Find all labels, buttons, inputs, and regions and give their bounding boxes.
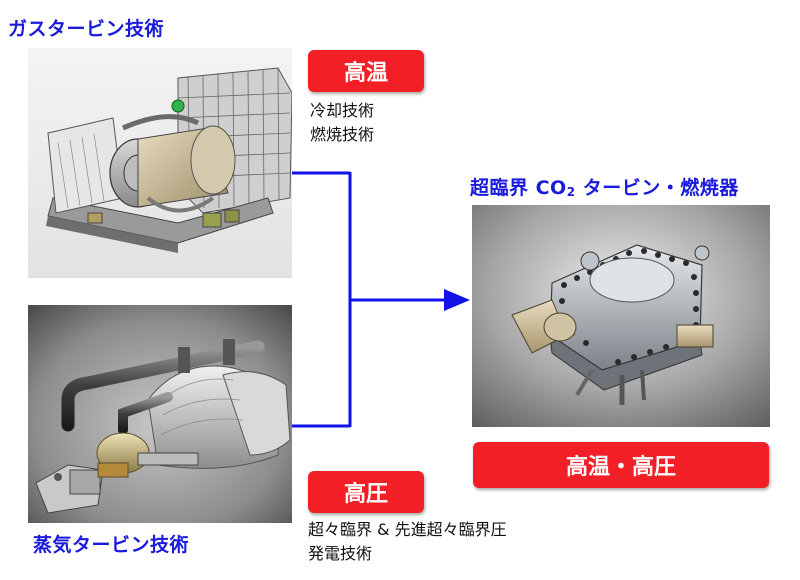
gas-turbine-title: ガスタービン技術	[8, 18, 165, 40]
steam-turbine-note-power: 発電技術	[308, 544, 373, 563]
gas-turbine-image	[28, 48, 292, 278]
steam-turbine-note-usc: 超々臨界 & 先進超々臨界圧	[308, 520, 507, 539]
sco2-title-main: 超臨界 CO	[470, 177, 567, 199]
high-temperature-high-pressure-badge: 高温・高圧	[473, 442, 769, 488]
sco2-title: 超臨界 CO2 タービン・燃焼器	[470, 173, 739, 200]
connector-lines	[292, 171, 446, 428]
gas-turbine-note-combustion: 燃焼技術	[310, 125, 375, 144]
arrow-head-icon	[444, 289, 470, 311]
sco2-title-subscript: 2	[566, 185, 576, 199]
sco2-title-rest: タービン・燃焼器	[575, 177, 739, 199]
high-temperature-badge: 高温	[308, 50, 424, 92]
sco2-turbine-image	[472, 205, 770, 427]
steam-turbine-image	[28, 305, 292, 523]
gas-turbine-note-cooling: 冷却技術	[310, 101, 375, 120]
high-pressure-badge: 高圧	[308, 471, 424, 513]
steam-turbine-title: 蒸気タービン技術	[33, 534, 190, 556]
